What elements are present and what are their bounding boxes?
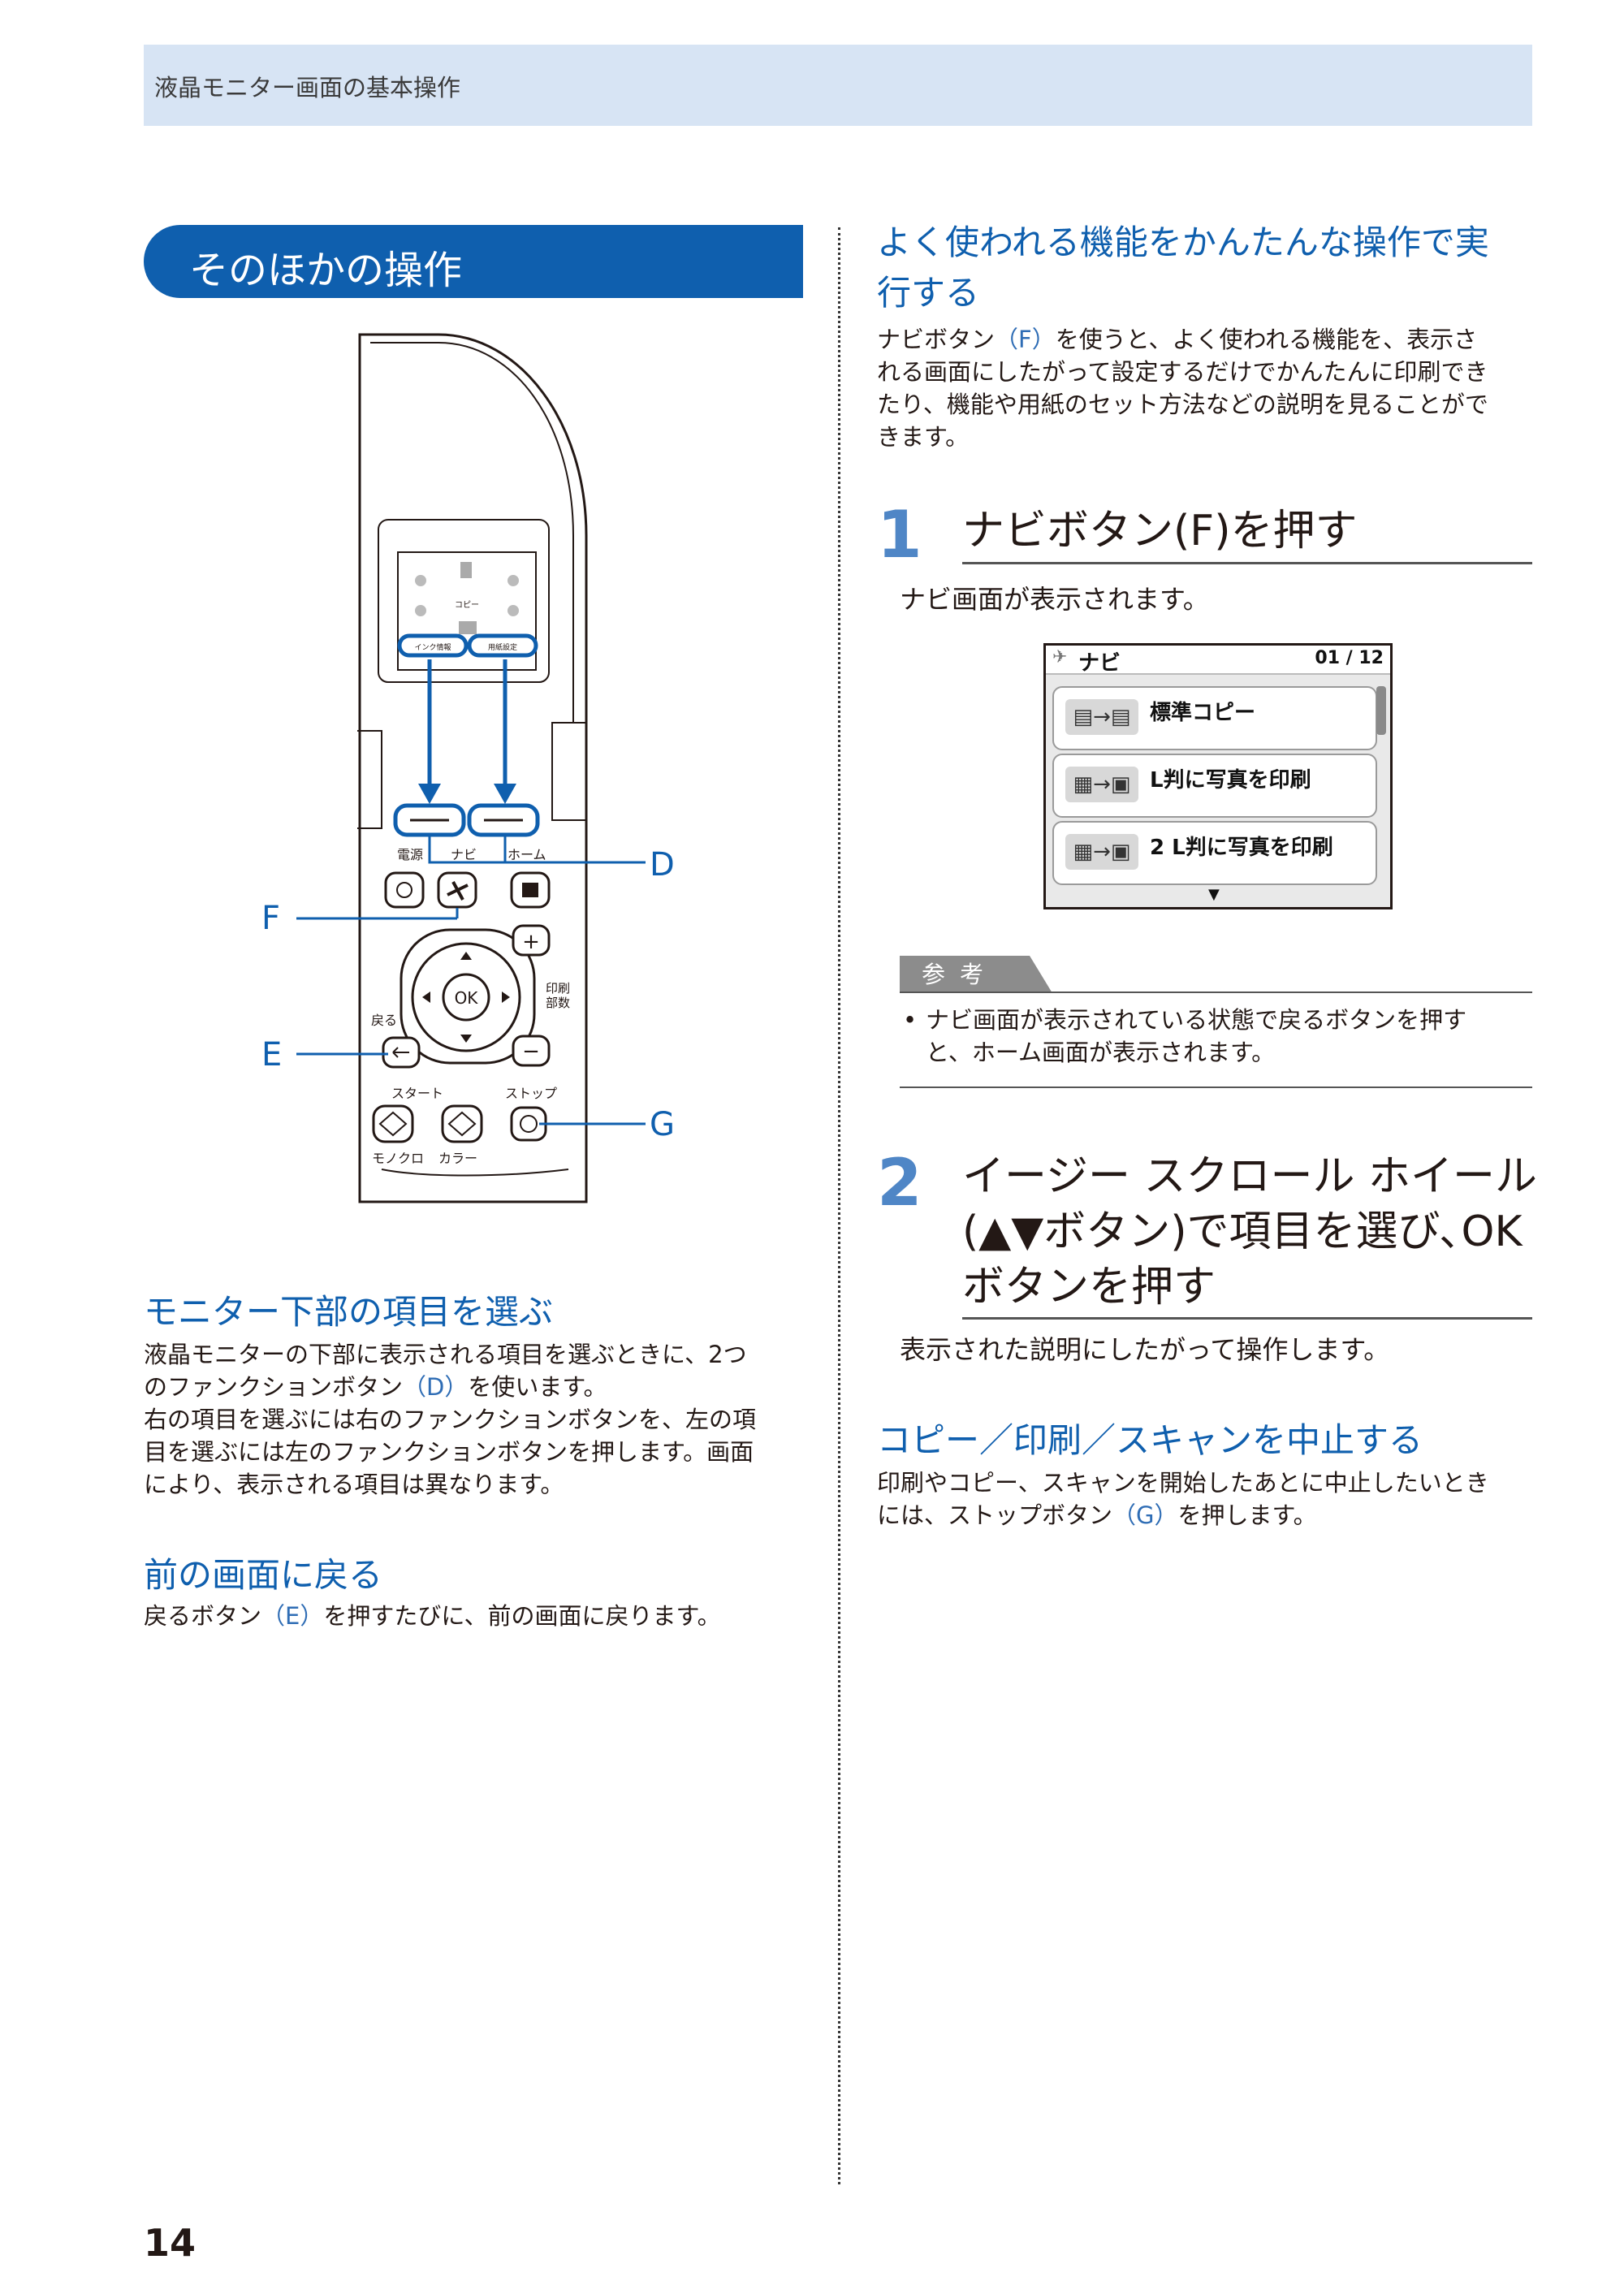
select-bottom-item-heading: モニター下部の項目を選ぶ	[144, 1292, 554, 1332]
copies-label-1: 印刷	[546, 981, 570, 996]
step-2-rule	[962, 1317, 1532, 1320]
cancel-heading: コピー／印刷／スキャンを中止する	[877, 1420, 1423, 1460]
navi-lcd-title: ナビ	[1078, 651, 1121, 676]
plus-button	[512, 924, 551, 957]
color-start-button	[441, 1104, 483, 1143]
lcd-item-2l-photo[interactable]: ▦→▣ 2 L判に写真を印刷	[1052, 821, 1377, 885]
navi-lcd-page: 01 / 12	[1315, 648, 1384, 668]
lcd-item-standard-copy[interactable]: ▤→▤ 標準コピー	[1052, 686, 1377, 750]
photo-print-icon: ▦→▣	[1065, 767, 1138, 802]
step-1-number: 1	[877, 497, 922, 572]
photo-print-icon: ▦→▣	[1065, 834, 1138, 870]
section-banner	[144, 225, 803, 298]
callout-g: G	[650, 1106, 675, 1143]
step-2-desc: 表示された説明にしたがって操作します。	[900, 1334, 1390, 1365]
mono-start-icon	[378, 1111, 408, 1137]
callout-d: D	[650, 846, 675, 883]
control-panel-diagram: コピー インク情報 用紙設定 電源 ナビ ホーム OK + − 印刷 部数 戻る	[296, 333, 646, 1203]
navi-icon	[447, 881, 469, 901]
section-title: そのほかの操作	[189, 248, 463, 293]
lcd-left-softkey-highlight	[397, 633, 469, 658]
note-top-rule	[900, 991, 1532, 993]
svg-text:−: −	[522, 1039, 540, 1064]
navi-lcd-screen: ✈ ナビ 01 / 12 ▤→▤ 標準コピー ▦→▣ L判に写真を印刷 ▦→▣ …	[1043, 643, 1393, 909]
lcd-more-indicator: ▼	[1208, 886, 1220, 903]
lcd-item-l-photo[interactable]: ▦→▣ L判に写真を印刷	[1052, 754, 1377, 818]
color-start-icon	[447, 1111, 477, 1137]
step-1-heading: ナビボタン(F)を押す	[962, 507, 1358, 555]
lcd-scrollbar	[1376, 686, 1386, 735]
svg-text:用紙設定: 用紙設定	[488, 642, 517, 652]
cancel-text: 印刷やコピー、スキャンを開始したあとに中止したいとき には、ストップボタン（G）…	[877, 1469, 1489, 1529]
note-bullet: •	[903, 1006, 918, 1034]
svg-text:インク情報: インク情報	[414, 642, 451, 652]
page-number: 14	[144, 2221, 197, 2265]
copies-label-2: 部数	[546, 996, 570, 1010]
callout-e: E	[261, 1036, 283, 1074]
stop-icon	[520, 1115, 538, 1133]
navi-lcd-icon: ✈	[1052, 647, 1068, 667]
select-bottom-item-text: 液晶モニターの下部に表示される項目を選ぶときに、2つ のファンクションボタン（D…	[144, 1341, 757, 1498]
lcd-center-label: コピー	[455, 600, 479, 610]
arrow-down-right-icon	[494, 784, 516, 804]
power-button	[384, 871, 425, 909]
note-text: ナビ画面が表示されている状態で戻るボタンを押す と、ホーム画面が表示されます。	[926, 1006, 1467, 1066]
svg-text:OK: OK	[455, 988, 479, 1008]
note-tag-corner	[1020, 956, 1052, 993]
mono-start-button	[372, 1104, 414, 1143]
stop-label: ストップ	[505, 1086, 557, 1101]
back-text: 戻るボタン（E）を押すたびに、前の画面に戻ります。	[144, 1602, 721, 1630]
down-triangle-icon	[460, 1035, 472, 1043]
mono-label: モノクロ	[372, 1151, 424, 1166]
navi-label: ナビ	[451, 847, 477, 862]
navi-feature-text: ナビボタン（F）を使うと、よく使われる機能を、表示さ れる画面にしたがって設定す…	[877, 326, 1488, 451]
home-icon	[522, 883, 538, 897]
note-tag: 参考	[900, 956, 1020, 993]
start-label: スタート	[391, 1086, 443, 1101]
back-heading: 前の画面に戻る	[144, 1555, 383, 1595]
power-icon	[396, 882, 412, 898]
lcd-right-softkey-highlight	[467, 633, 538, 658]
step-2-number: 2	[877, 1145, 922, 1220]
header-title: 液晶モニター画面の基本操作	[154, 74, 461, 102]
note-bottom-rule	[900, 1087, 1532, 1088]
svg-text:+: +	[522, 930, 540, 954]
navi-feature-heading: よく使われる機能をかんたんな操作で実 行する	[877, 222, 1489, 313]
copy-icon: ▤→▤	[1065, 699, 1138, 735]
ok-button	[442, 973, 490, 1022]
home-label: ホーム	[508, 847, 546, 862]
back-label: 戻る	[371, 1013, 397, 1028]
back-icon	[392, 1047, 409, 1058]
callout-f: F	[261, 900, 281, 937]
step-2-heading: イージー スクロール ホイール (▲▼ボタン)で項目を選び､OK ボタンを押す	[962, 1152, 1538, 1311]
right-triangle-icon	[502, 991, 510, 1003]
left-triangle-icon	[422, 991, 430, 1003]
color-label: カラー	[438, 1151, 477, 1166]
up-triangle-icon	[460, 952, 472, 960]
power-label: 電源	[397, 847, 423, 862]
minus-button	[512, 1035, 551, 1067]
step-1-rule	[962, 562, 1532, 564]
step-1-desc: ナビ画面が表示されます。	[900, 584, 1209, 615]
arrow-down-left-icon	[418, 784, 441, 804]
header-bar	[144, 45, 1532, 126]
column-divider	[838, 227, 840, 2184]
